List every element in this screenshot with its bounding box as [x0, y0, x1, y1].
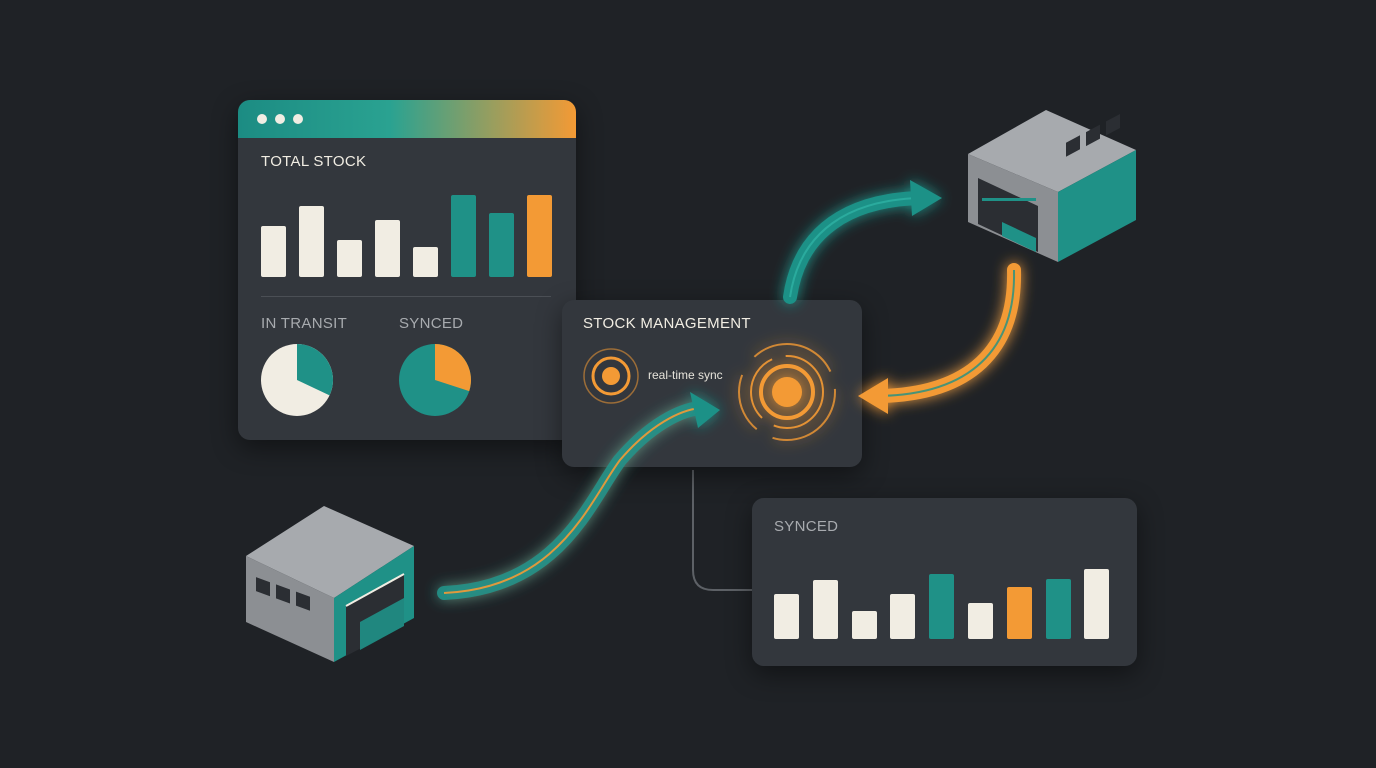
bar	[1006, 587, 1032, 639]
bar	[851, 611, 877, 639]
inbound-arrow	[437, 392, 720, 600]
bar	[375, 220, 400, 277]
bar	[1084, 569, 1110, 639]
arrow-icon	[690, 392, 720, 428]
bar	[968, 603, 993, 639]
bar	[299, 206, 324, 277]
bar	[261, 226, 286, 277]
bar	[774, 594, 799, 639]
large-target-icon	[738, 343, 836, 441]
sync-label: real-time sync	[648, 368, 723, 382]
panel-title: TOTAL STOCK	[261, 153, 367, 170]
return-arrow	[858, 263, 1022, 414]
pie-label-in-transit: IN TRANSIT	[261, 315, 348, 332]
bar	[812, 580, 838, 639]
warehouse-icon	[968, 110, 1136, 262]
divider	[261, 296, 551, 297]
pie-slice	[297, 344, 333, 396]
bar	[890, 594, 916, 639]
bar	[451, 195, 476, 277]
bar	[929, 574, 955, 639]
synced-pie	[399, 344, 471, 416]
in-transit-pie	[261, 344, 333, 416]
panel-title: STOCK MANAGEMENT	[583, 315, 751, 332]
window-control-dot[interactable]	[293, 114, 303, 124]
synced-panel: SYNCED	[752, 498, 1137, 666]
warehouse-icon	[246, 506, 414, 662]
dashboard-window: TOTAL STOCK IN TRANSIT SYNCED	[238, 100, 576, 440]
small-target-icon	[583, 348, 639, 404]
outbound-arrow	[783, 180, 942, 304]
total-stock-bar-chart	[261, 180, 561, 277]
bar	[1045, 579, 1071, 639]
synced-bar-chart	[774, 550, 1114, 639]
panel-title: SYNCED	[774, 518, 839, 535]
window-control-dot[interactable]	[275, 114, 285, 124]
arrow-icon	[858, 378, 888, 414]
pie-label-synced: SYNCED	[399, 315, 464, 332]
connector-line	[692, 470, 752, 591]
bar	[527, 195, 552, 277]
bar	[413, 247, 438, 277]
window-titlebar	[238, 100, 576, 138]
window-control-dot[interactable]	[257, 114, 267, 124]
bar	[337, 240, 362, 277]
stock-management-panel: STOCK MANAGEMENT real-time sync	[562, 300, 862, 467]
pie-slice	[435, 344, 471, 392]
arrow-icon	[910, 180, 942, 216]
bar	[489, 213, 514, 277]
